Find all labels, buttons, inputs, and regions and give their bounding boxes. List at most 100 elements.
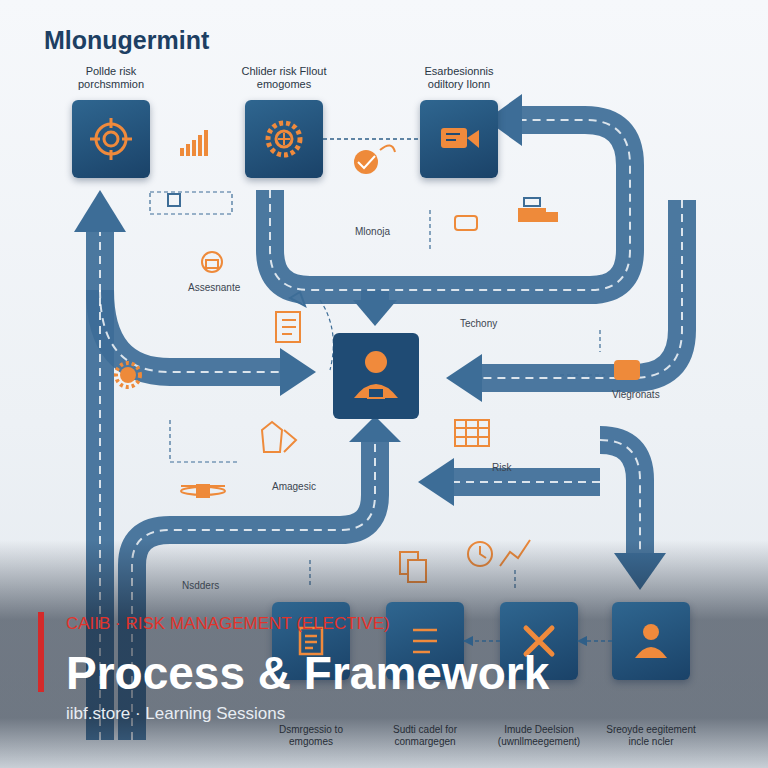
target-icon [96,124,126,154]
map-label: Techony [460,318,497,329]
camera-icon [441,128,479,148]
box-label: Esarbesionnis odiltory Ilonn [411,65,507,91]
decor-outline [202,252,222,272]
person-icon [643,624,659,640]
decor-outline [181,487,225,495]
box-label: Chlider risk Fllout emogomes [236,65,332,91]
accent-bar [38,612,44,692]
dashed-connector [578,640,612,642]
central-box [333,333,419,419]
caption-shade [0,540,768,768]
road-dash [480,200,682,378]
decor-outline [455,420,489,446]
decor-outline [206,260,218,268]
decor-outline [524,198,540,206]
central-box [368,388,384,398]
decor-icon [204,130,208,156]
decor-icon [614,360,640,380]
decor-outline [181,485,225,487]
box-label-text: Sudti cadel for conmargegen [373,724,477,748]
road [452,468,600,496]
icon-box: Sreoyde eegitement incle ncler [612,602,690,680]
decor-outline [262,422,282,452]
dashed-guide [560,374,605,375]
central-box [365,351,387,373]
camera-icon [446,134,460,140]
road-arrowhead [353,300,397,326]
box-label: Sreoyde eegitement incle ncler [599,724,703,748]
decor-outline [116,363,140,387]
gear-icon [268,123,300,155]
road-dash [100,290,282,372]
box-label: Dsmrgessio to emgomes [259,724,363,748]
box-label-text: Sreoyde eegitement incle ncler [599,724,703,748]
decor-outline [380,145,395,152]
document-icon [305,636,317,648]
person-icon [635,624,667,658]
road-arrowhead [446,354,482,402]
decor-outline [290,292,305,306]
dashed-guide [150,192,232,214]
source-line: iibf.store · Learning Sessions [66,704,285,724]
decor-outline [455,216,477,230]
icon-box: Esarbesionnis odiltory Ilonn [420,100,498,178]
decor-icon [120,130,640,498]
decor-icon [354,150,378,174]
decor-icon [186,144,190,156]
dashed-guide [599,330,600,352]
decor-outline [116,145,540,582]
diagram-title: Mlonugermint [44,26,209,55]
gear-icon [268,123,300,155]
decor-icon [198,135,202,156]
caption-heading: Process & Framework [66,646,549,700]
dashed-guide [320,300,333,370]
road-arrowhead [349,416,401,442]
box-label-text: Imude Deelsion (uwnllmeegement) [487,724,591,748]
decor-outline [276,312,300,342]
gear-icon [278,133,290,145]
decor-icon [180,148,184,156]
box-label: Imude Deelsion (uwnllmeegement) [487,724,591,748]
central-box [354,384,398,398]
decor-icon [518,208,546,222]
decor-outline [455,420,489,446]
camera-icon [467,130,479,148]
road-arrowhead [280,348,316,396]
road-arrowhead [418,458,454,506]
map-label: Amagesic [272,481,316,492]
road-arrowhead [74,190,126,232]
road-dash [600,440,640,555]
box-label: Pollde risk porchsmmion [63,65,159,91]
dashed-connector [323,138,420,140]
icon-box: Chlider risk Fllout emogomes [245,100,323,178]
decor-outline [358,156,375,168]
camera-icon [441,128,467,148]
icon-box: Pollde risk porchsmmion [72,100,150,178]
map-label: Mlonoja [355,226,390,237]
road-dash [452,481,600,483]
map-label: Viegronats [612,389,660,400]
box-label-text: Dsmrgessio to emgomes [259,724,363,748]
box-label-text: Pollde risk porchsmmion [63,65,159,91]
target-icon [104,132,118,146]
decor-outline [284,430,296,452]
map-label: Nsdders [182,580,219,591]
target-icon [90,118,132,160]
decor-outline [282,320,296,334]
gear-icon [276,131,292,147]
box-label: Sudti cadel for conmargegen [373,724,477,748]
road [600,440,640,555]
decor-icon [192,140,196,156]
decor-outline [168,194,180,206]
course-tag: CAIIB · RISK MANAGEMENT (ELECTIVE) [66,614,390,634]
box-label-text: Chlider risk Fllout emogomes [236,65,332,91]
dashed-connector [464,640,500,642]
dashed-guide [150,192,605,590]
decor-icon [120,367,136,383]
road-arrowhead [74,94,666,590]
map-label: Assesnante [188,282,240,293]
person-icon [635,647,667,658]
target-icon [90,118,132,160]
